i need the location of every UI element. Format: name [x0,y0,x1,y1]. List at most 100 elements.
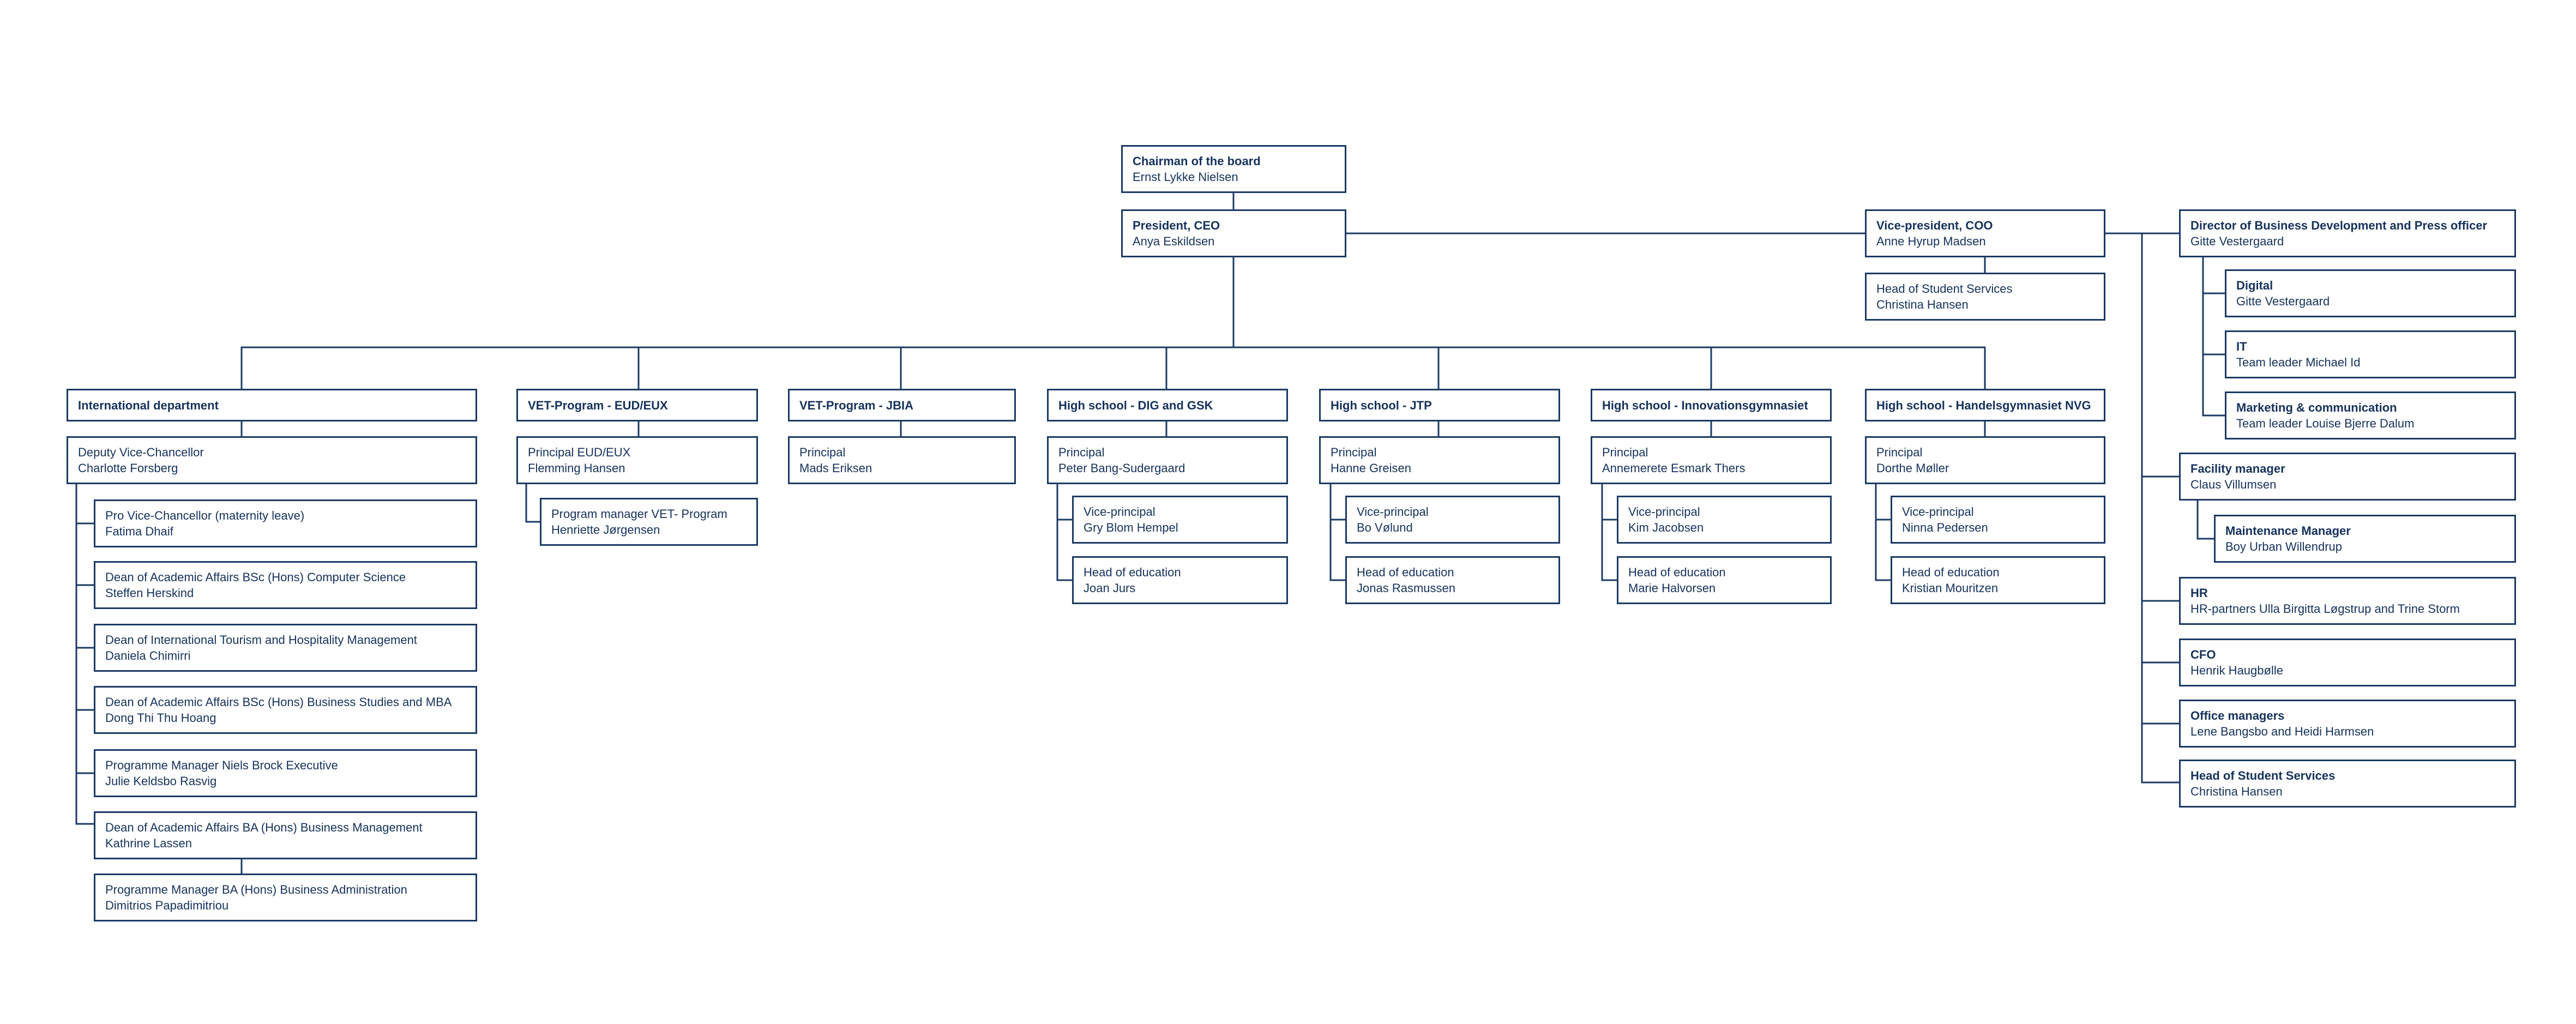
node-vet-eud: VET-Program - EUD/EUX [516,389,758,421]
node-title: Vice-principal [1084,505,1155,519]
node-title: Principal [1602,445,1648,459]
node-name: Hanne Greisen [1331,461,1411,475]
node-title: Deputy Vice-Chancellor [78,445,204,459]
node-title: President, CEO [1133,219,1220,232]
node-title: Marketing & communication [2236,401,2397,414]
node-name: Peter Bang-Sudergaard [1058,461,1185,475]
node-title: Head of education [1628,565,1726,579]
node-title: Program manager VET- Program [551,507,727,521]
node-name: Lene Bangsbo and Heidi Harmsen [2190,725,2374,738]
node-vice-principal-nvg: Vice-principal Ninna Pedersen [1891,496,2105,544]
node-title: Vice-principal [1902,505,1974,519]
node-international-department: International department [67,389,477,421]
node-title: HR [2190,586,2208,600]
node-title: Head of Student Services [1876,282,2013,296]
node-digital: Digital Gitte Vestergaard [2225,269,2516,317]
node-name: Steffen Herskind [105,586,194,600]
node-title: Principal [799,445,846,459]
node-marketing: Marketing & communication Team leader Lo… [2225,391,2516,439]
node-name: Joan Jurs [1084,581,1136,595]
node-title: IT [2236,340,2247,353]
node-name: Henriette Jørgensen [551,523,660,537]
node-hr: HR HR-partners Ulla Birgitta Løgstrup an… [2179,577,2516,625]
node-title: VET-Program - JBIA [799,398,914,412]
node-principal-nvg: Principal Dorthe Møller [1865,436,2105,484]
node-name: Christina Hansen [2190,785,2283,798]
node-vice-principal-jtp: Vice-principal Bo Vølund [1345,496,1560,544]
node-name: Boy Urban Willendrup [2225,540,2342,553]
node-name: Dorthe Møller [1876,461,1949,475]
node-title: Facility manager [2190,462,2285,475]
node-hs-innovationsgymnasiet: High school - Innovationsgymnasiet [1591,389,1832,421]
node-name: Julie Keldsbo Rasvig [105,774,217,788]
node-title: High school - Innovationsgymnasiet [1602,398,1808,412]
node-name: Henrik Haugbølle [2190,664,2283,677]
node-principal-dig: Principal Peter Bang-Sudergaard [1047,436,1288,484]
node-office-managers: Office managers Lene Bangsbo and Heidi H… [2179,700,2516,748]
node-head-of-education-nvg: Head of education Kristian Mouritzen [1891,556,2105,604]
node-title: Head of education [1084,565,1181,579]
node-name: Anne Hyrup Madsen [1876,234,1986,248]
node-dean-computer-science: Dean of Academic Affairs BSc (Hons) Comp… [94,561,477,609]
node-dean-business-studies-mba: Dean of Academic Affairs BSc (Hons) Busi… [94,686,477,734]
node-cfo: CFO Henrik Haugbølle [2179,639,2516,686]
node-name: Daniela Chimirri [105,649,191,662]
node-title: Vice-president, COO [1876,219,1993,232]
node-name: Ninna Pedersen [1902,521,1988,534]
node-name: Gry Blom Hempel [1084,521,1178,534]
node-name: Team leader Michael Id [2236,356,2361,369]
node-name: Dimitrios Papadimitriou [105,899,229,912]
node-head-of-education-dig: Head of education Joan Jurs [1072,556,1288,604]
node-chairman: Chairman of the board Ernst Lykke Nielse… [1121,145,1346,193]
node-title: Maintenance Manager [2225,524,2351,538]
node-director-bd: Director of Business Development and Pre… [2179,209,2516,257]
node-principal-innov: Principal Annemerete Esmark Thers [1591,436,1832,484]
node-name: Claus Villumsen [2190,478,2277,491]
node-name: Team leader Louise Bjerre Dalum [2236,417,2415,430]
node-pm-business-administration: Programme Manager BA (Hons) Business Adm… [94,874,477,921]
node-president: President, CEO Anya Eskildsen [1121,209,1346,257]
node-principal-jtp: Principal Hanne Greisen [1319,436,1560,484]
node-hs-handelsgymnasiet-nvg: High school - Handelsgymnasiet NVG [1865,389,2105,421]
node-name: Gitte Vestergaard [2190,234,2284,248]
node-maintenance: Maintenance Manager Boy Urban Willendrup [2214,515,2516,563]
node-dean-tourism: Dean of International Tourism and Hospit… [94,624,477,672]
node-name: Flemming Hansen [528,461,625,475]
node-name: Mads Eriksen [799,461,872,475]
node-name: Kathrine Lassen [105,836,192,850]
node-head-of-education-innov: Head of education Marie Halvorsen [1617,556,1832,604]
node-head-student-services-coo: Head of Student Services Christina Hanse… [1865,273,2105,321]
node-title: Vice-principal [1357,505,1429,519]
node-principal-jbia: Principal Mads Eriksen [788,436,1016,484]
node-title: Chairman of the board [1133,154,1261,168]
node-name: Ernst Lykke Nielsen [1133,170,1238,184]
node-title: Vice-principal [1628,505,1700,519]
node-head-student-services-staff: Head of Student Services Christina Hanse… [2179,760,2516,808]
node-title: Programme Manager Niels Brock Executive [105,758,338,772]
node-pm-vet: Program manager VET- Program Henriette J… [540,498,758,546]
node-title: CFO [2190,648,2216,661]
node-title: Head of education [1902,565,2000,579]
node-title: Dean of Academic Affairs BA (Hons) Busin… [105,821,423,834]
node-name: Marie Halvorsen [1628,581,1716,595]
node-name: Kim Jacobsen [1628,521,1704,534]
node-head-of-education-jtp: Head of education Jonas Rasmussen [1345,556,1560,604]
node-title: Dean of International Tourism and Hospit… [105,633,417,647]
node-name: Annemerete Esmark Thers [1602,461,1746,475]
node-facility: Facility manager Claus Villumsen [2179,453,2516,501]
node-title: VET-Program - EUD/EUX [528,398,668,412]
node-name: Jonas Rasmussen [1357,581,1455,595]
node-title: Head of education [1357,565,1454,579]
node-title: Pro Vice-Chancellor (maternity leave) [105,509,305,522]
node-hs-jtp: High school - JTP [1319,389,1560,421]
node-it: IT Team leader Michael Id [2225,330,2516,378]
node-title: High school - JTP [1331,398,1432,412]
node-name: HR-partners Ulla Birgitta Løgstrup and T… [2190,602,2460,616]
node-pm-executive: Programme Manager Niels Brock Executive … [94,749,477,797]
node-title: High school - Handelsgymnasiet NVG [1876,398,2091,412]
node-title: Head of Student Services [2190,769,2336,782]
node-vice-principal-innov: Vice-principal Kim Jacobsen [1617,496,1832,544]
node-title: Dean of Academic Affairs BSc (Hons) Busi… [105,695,452,709]
node-name: Fatima Dhaif [105,525,173,538]
